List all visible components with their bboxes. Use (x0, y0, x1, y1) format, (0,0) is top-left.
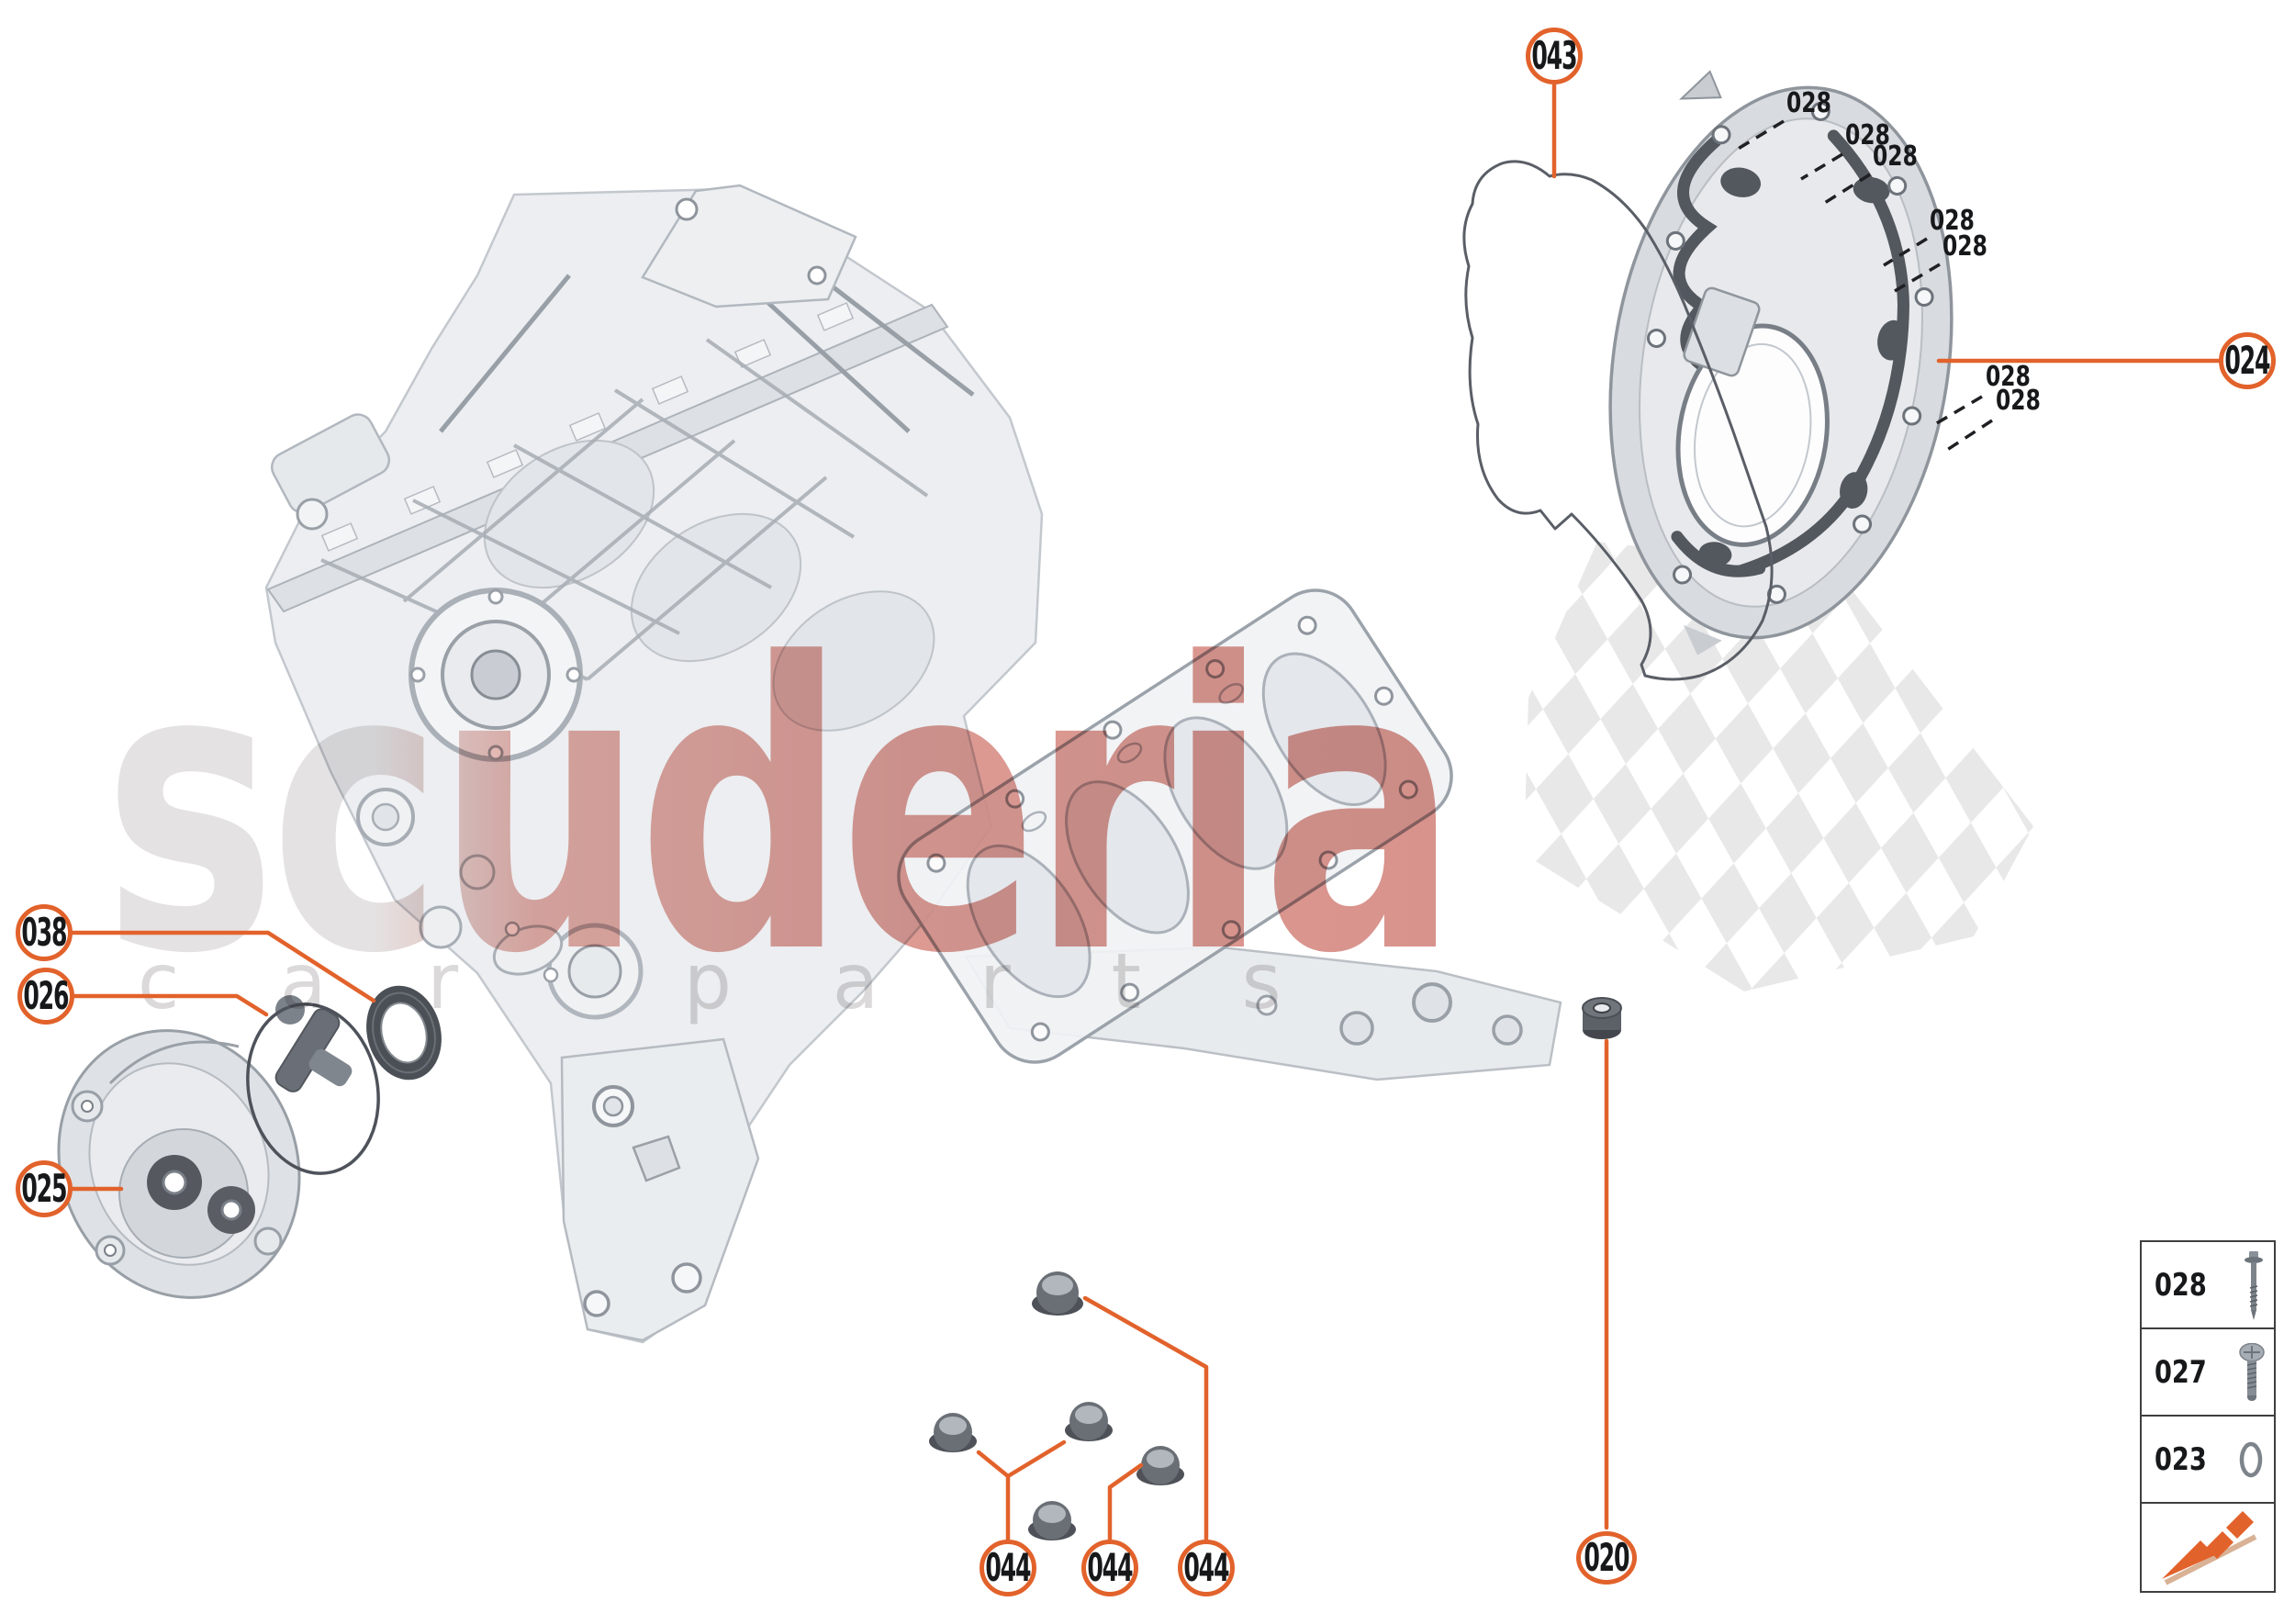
callout-044-left[interactable]: 044 (980, 1540, 1036, 1596)
callout-020[interactable]: 020 (1576, 1531, 1637, 1585)
callout-044-right[interactable]: 044 (1178, 1540, 1235, 1596)
fastener-label-028-2: 028 (1845, 119, 1890, 151)
callout-026[interactable]: 026 (17, 968, 74, 1025)
crank-seal-drawing (366, 985, 442, 1081)
fastener-label-028-6: 028 (1986, 361, 2031, 393)
pan-head-screw-icon (2239, 1342, 2265, 1401)
brand-arrow-logo (2162, 1510, 2257, 1585)
fastener-legend-table: 028 027 (2140, 1240, 2276, 1593)
fastener-label-028-5: 028 (1942, 230, 1987, 263)
fastener-label-028-4: 028 (1930, 205, 1975, 237)
sealing-plugs-drawing (929, 1271, 1184, 1540)
callout-025[interactable]: 025 (16, 1160, 73, 1217)
checkered-flag-pattern (1524, 542, 2033, 991)
callout-024[interactable]: 024 (2219, 332, 2276, 389)
legend-row-028: 028 (2142, 1242, 2274, 1329)
legend-row-027: 027 (2142, 1329, 2274, 1417)
oil-pump-drawing (57, 995, 353, 1299)
callout-043[interactable]: 043 (1526, 28, 1583, 84)
o-ring-drawing (246, 1002, 380, 1175)
callout-038[interactable]: 038 (16, 904, 73, 961)
bushing-drawing (1582, 997, 1622, 1039)
fastener-label-028-7: 028 (1996, 385, 2041, 417)
fastener-label-028-3: 028 (1873, 140, 1918, 173)
flange-bolt-icon (2245, 1250, 2263, 1320)
gasket-outline-drawing (1462, 160, 1774, 681)
o-ring-icon (2239, 1441, 2263, 1477)
head-gasket-drawing (897, 588, 1453, 1064)
legend-row-logo (2142, 1504, 2274, 1591)
fastener-label-028-1: 028 (1786, 87, 1831, 119)
legend-row-023: 023 (2142, 1417, 2274, 1504)
callout-044-middle[interactable]: 044 (1081, 1540, 1138, 1596)
